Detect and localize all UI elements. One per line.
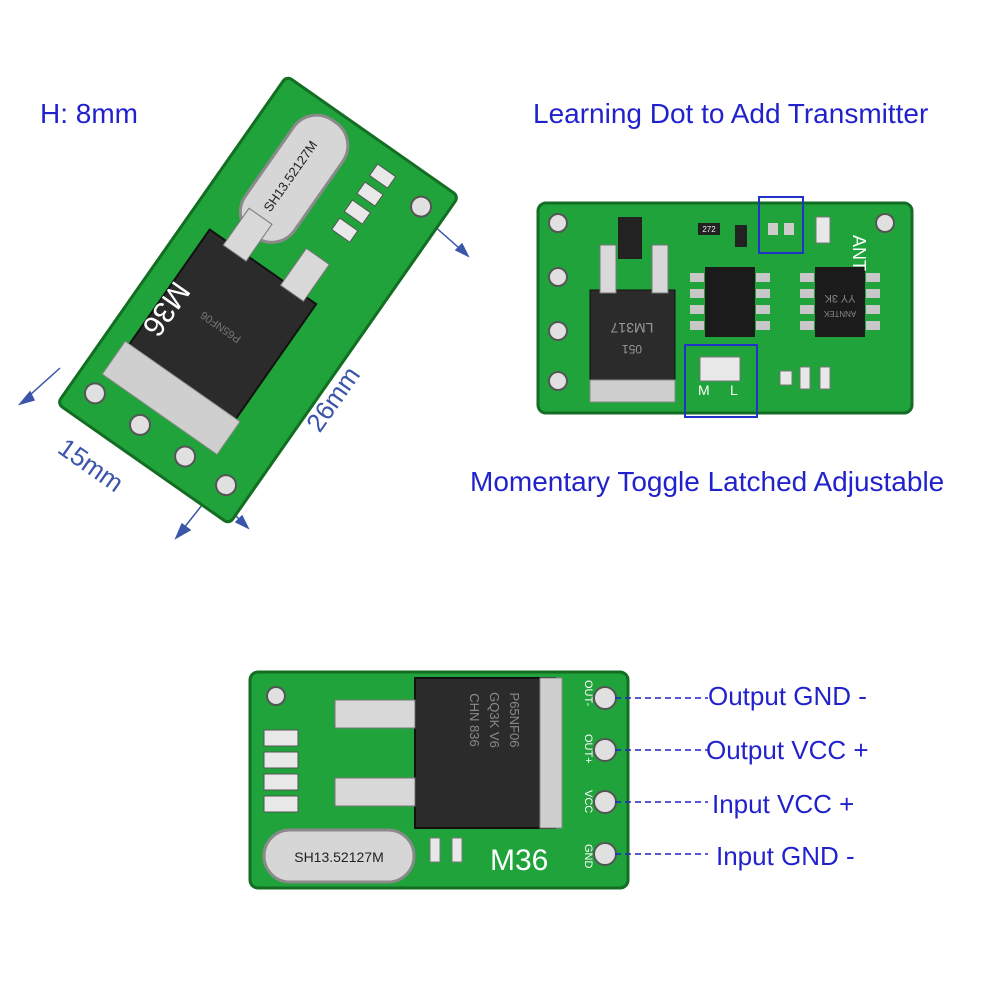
jumper-l: L	[730, 382, 738, 398]
mode-jumper-highlight	[684, 344, 758, 418]
learning-dot-label: Learning Dot to Add Transmitter	[533, 98, 929, 129]
silk-out-plus: OUT+	[582, 734, 594, 764]
board-front-photo: P65NF06 GQ3K V6 CHN 836 SH13.52127M M36 …	[248, 670, 630, 890]
angled-board-photo: SH13.52127M P65NF06 M36	[17, 76, 470, 540]
resistor-label: 272	[702, 225, 716, 234]
regulator	[589, 289, 676, 396]
silk-gnd: GND	[582, 844, 594, 869]
pin-label-input-gnd: Input GND -	[716, 841, 855, 871]
chip-sublabel: ANNTEK	[823, 309, 856, 318]
mosfet-line3: CHN 836	[467, 693, 482, 746]
mosfet-front	[414, 677, 556, 829]
jumper-m: M	[698, 382, 710, 398]
mosfet-line2: GQ3K V6	[487, 692, 502, 748]
board-back-photo: LM317 051 YY 3K ANNTEK 272 ANT M L	[536, 196, 914, 418]
pin-label-input-vcc: Input VCC +	[712, 789, 855, 819]
regulator-label: LM317	[610, 320, 653, 336]
crystal-front-label: SH13.52127M	[294, 849, 384, 865]
height-label: H: 8mm	[40, 98, 138, 129]
silk-out-minus: OUT-	[582, 680, 594, 707]
modes-label: Momentary Toggle Latched Adjustable	[470, 466, 945, 497]
crystal-front	[262, 828, 416, 884]
mosfet-line1: P65NF06	[507, 693, 522, 748]
pin-leader-lines	[615, 697, 708, 855]
model-silk-front: M36	[490, 844, 548, 877]
pin-label-output-gnd: Output GND -	[708, 681, 867, 711]
regulator-code: 051	[622, 342, 642, 356]
pin-label-output-vcc: Output VCC +	[706, 735, 869, 765]
ic-chip-2	[815, 267, 865, 337]
silk-vcc: VCC	[582, 790, 594, 813]
chip-label: YY 3K	[824, 292, 856, 304]
ant-silk: ANT	[849, 235, 869, 271]
learning-dot-highlight	[758, 196, 804, 254]
ic-chip-1	[705, 267, 755, 337]
